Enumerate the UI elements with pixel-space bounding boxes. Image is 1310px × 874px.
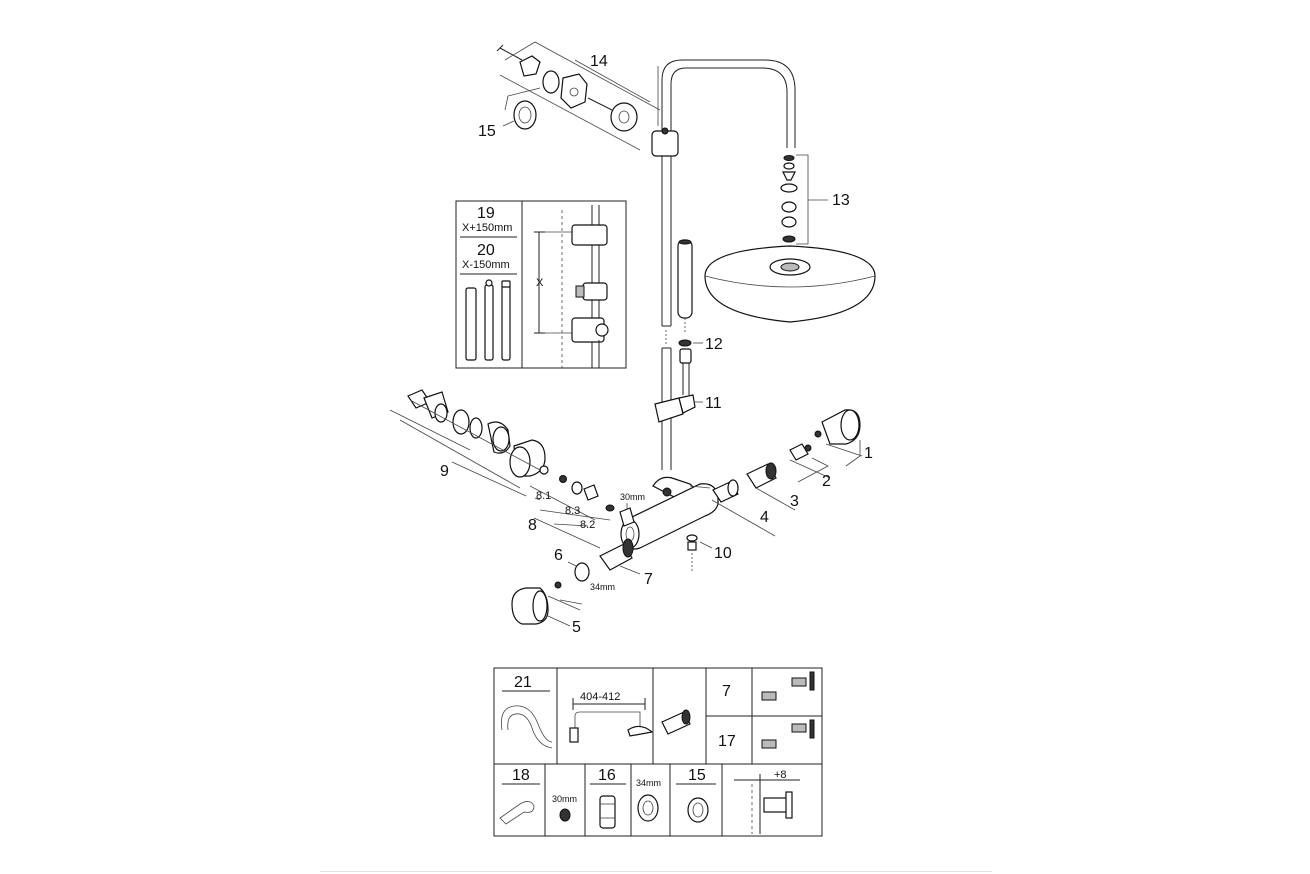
pipe-holder-icon [651,130,679,157]
acc-label-18: 18 [512,767,530,784]
footer-divider [320,871,992,872]
callout-14: 14 [590,53,608,70]
callout-13: 13 [832,192,850,209]
callout-8-1: 8.1 [536,490,551,502]
left-side-parts: 9 8.1 8.3 8.2 8 30mm 7 6 34mm 5 [389,389,653,636]
slider-holder-icon [654,397,684,423]
callout-9: 9 [440,463,449,480]
dim-34mm: 34mm [590,582,615,592]
extension-inset: 19 X+150mm 20 X-150mm X [455,200,627,369]
acc-label-16: 16 [598,767,616,784]
callout-6: 6 [554,547,563,564]
hand-shower-icon [677,239,693,319]
swivel-joint-icon [780,183,798,193]
inset-label-20: 20 [477,242,495,259]
callout-1: 1 [864,445,873,462]
callout-4: 4 [760,509,769,526]
callout-10: 10 [714,545,732,562]
dim-30mm: 30mm [620,492,645,502]
inset-label-19: 19 [477,205,495,222]
head-shower-icon [704,245,876,323]
acc-size-18: 30mm [552,794,577,804]
acc-size-16: 34mm [636,778,661,788]
bracket-body-icon [560,73,588,109]
callout-5: 5 [572,619,581,636]
inset-x-label: X [536,277,544,289]
acc-span: 404-412 [580,691,620,703]
callout-3: 3 [790,493,799,510]
wall-bracket-assembly: 14 15 [478,41,661,151]
callout-8-3: 8.3 [565,505,580,517]
wall-plate-icon [519,55,541,77]
screw-icon [499,47,523,61]
callout-8: 8 [528,517,537,534]
acc-label-7: 7 [722,683,731,700]
acc-label-21: 21 [514,674,532,691]
accessory-table: 21 404-412 7 17 18 30mm 16 [493,667,823,837]
hand-shower-assembly: 12 11 [654,239,723,423]
cover-ring-icon [513,100,537,130]
inset-sub-19: X+150mm [462,222,512,234]
callout-2: 2 [822,473,831,490]
hose-washer-icon [678,339,692,347]
acc-label-17: 17 [718,733,736,750]
right-side-parts: 1 2 3 4 [711,409,873,537]
callout-15: 15 [478,123,496,140]
callout-7: 7 [644,571,653,588]
inset-sub-20: X-150mm [462,259,510,271]
acc-label-15: 15 [688,767,706,784]
callout-11: 11 [705,395,722,412]
callout-12: 12 [705,336,723,353]
callout-8-2: 8.2 [580,519,595,531]
o-ring-icon [542,70,560,94]
rosette-icon [610,102,638,132]
acc-offset: +8 [774,769,787,781]
head-shower-assembly: 13 [704,154,876,323]
